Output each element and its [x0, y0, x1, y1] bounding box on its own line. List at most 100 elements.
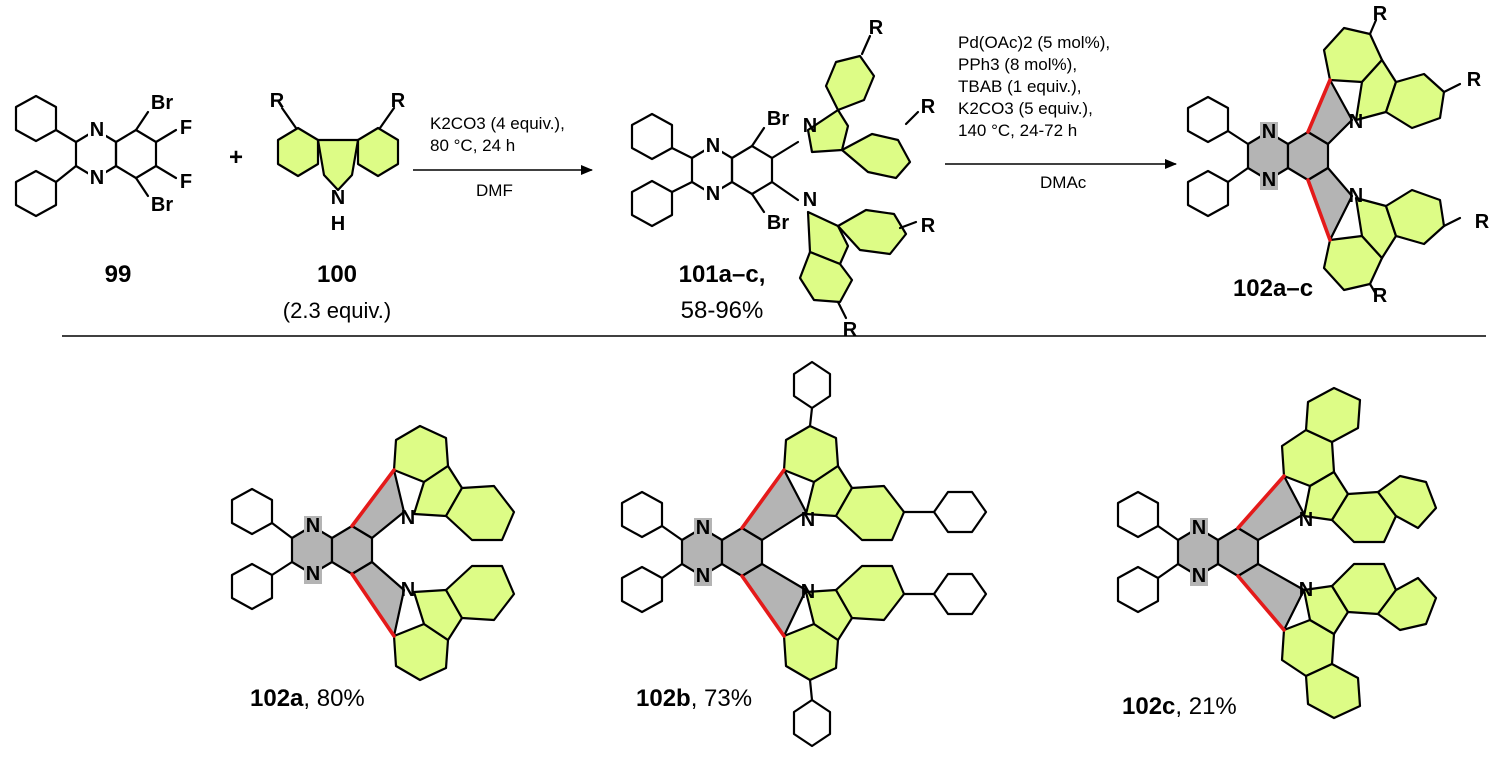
nitrogen-atom: N: [306, 515, 320, 537]
nitrogen-atom: N: [706, 135, 720, 157]
compound-102a-label: 102a, 80%: [250, 685, 365, 712]
nitrogen-atom: N: [1192, 565, 1206, 587]
carbazole-benzene-ring: [356, 126, 400, 178]
new-cc-bond: [740, 468, 786, 530]
phenyl-ring: [792, 698, 832, 748]
compound-100-structure: R R N H: [270, 90, 406, 235]
nitrogen-atom: N: [803, 115, 817, 137]
compound-102c-label: 102c, 21%: [1122, 693, 1237, 720]
carbazole-benzene-ring: [798, 250, 854, 304]
compound-102-label: 102a–c: [1233, 275, 1313, 302]
phenyl-ring: [620, 490, 664, 539]
step2-reagent-line2: PPh3 (8 mol%),: [958, 55, 1077, 74]
compound-99-structure: N N Br Br F F: [14, 92, 192, 218]
compound-102-structure: N N N N R R R R: [1186, 3, 1490, 307]
new-cc-bond: [350, 572, 396, 638]
phenyl-ring: [1116, 565, 1160, 614]
nitrogen-atom: N: [803, 189, 817, 211]
carbazole-benzene-ring: [840, 132, 912, 180]
benzo-ring: [1304, 662, 1362, 720]
nitrogen-atom: N: [1262, 121, 1276, 143]
carbazole-benzene-ring: [834, 564, 906, 622]
nitrogen-atom: N: [696, 517, 710, 539]
phenyl-ring: [1186, 169, 1230, 218]
new-cc-bond: [350, 468, 396, 528]
carbazole-pyrrole-ring: [316, 138, 360, 192]
carbazole-benzene-ring: [1384, 72, 1446, 130]
fused-ring-upper: [350, 468, 406, 540]
step2-reagent-line3: TBAB (1 equiv.),: [958, 77, 1081, 96]
fused-ring-upper: [740, 468, 808, 542]
fused-ring-upper: [1236, 474, 1306, 542]
benzene-ring: [114, 128, 158, 180]
nitrogen-atom: N: [1299, 579, 1313, 601]
nitrogen-atom: N: [801, 581, 815, 603]
new-cc-bond: [1236, 574, 1286, 632]
r-substituent: R: [921, 215, 936, 237]
carbazole-benzene-ring: [836, 208, 908, 256]
nitrogen-atom: N: [1192, 517, 1206, 539]
phenyl-ring: [630, 112, 674, 161]
compound-102a-structure: N N N N: [230, 424, 516, 682]
nitrogen-atom: N: [331, 187, 345, 209]
r-substituent: R: [1373, 285, 1388, 307]
benzo-ring: [1376, 576, 1438, 632]
compound-99-label: 99: [105, 261, 132, 288]
nitrogen-atom: N: [90, 119, 104, 141]
step2-reagent-line1: Pd(OAc)2 (5 mol%),: [958, 33, 1110, 52]
phenyl-ring: [932, 490, 988, 534]
phenyl-ring: [14, 94, 58, 143]
compound-100-label: 100: [317, 261, 357, 288]
bromine-atom: Br: [767, 212, 789, 234]
step1-solvent: DMF: [476, 181, 513, 200]
nitrogen-atom: N: [1262, 169, 1276, 191]
r-substituent: R: [391, 90, 406, 112]
fused-ring-lower: [1306, 166, 1354, 242]
phenyl-ring: [932, 572, 988, 616]
compound-102b-structure: N N N N: [620, 360, 988, 748]
carbazole-benzene-ring: [444, 564, 516, 622]
fluorine-atom: F: [180, 171, 192, 193]
compound-100-equiv: (2.3 equiv.): [283, 298, 391, 323]
nitrogen-atom: N: [401, 579, 415, 601]
r-substituent: R: [270, 90, 285, 112]
phenyl-ring: [630, 179, 674, 228]
r-substituent: R: [1373, 3, 1388, 25]
phenyl-ring: [1116, 490, 1160, 539]
phenyl-ring: [1186, 95, 1230, 144]
step1-reagent-line1: K2CO3 (4 equiv.),: [430, 114, 565, 133]
compound-102c-structure: N N N N: [1116, 386, 1438, 720]
r-substituent: R: [921, 96, 936, 118]
r-substituent: R: [1475, 211, 1490, 233]
phenyl-ring: [792, 360, 832, 410]
nitrogen-atom: N: [401, 507, 415, 529]
compound-101-label: 101a–c,: [679, 261, 766, 288]
nitrogen-atom: N: [706, 183, 720, 205]
step2-solvent: DMAc: [1040, 173, 1087, 192]
carbazole-pyrrole-ring: [806, 108, 850, 154]
phenyl-ring: [620, 565, 664, 614]
benzo-ring: [1376, 474, 1438, 530]
r-substituent: R: [1467, 69, 1482, 91]
nitrogen-atom: N: [696, 565, 710, 587]
compound-101-structure: N N Br Br N R R N R R: [630, 17, 936, 341]
bromine-atom: Br: [151, 92, 173, 114]
fluorine-atom: F: [180, 117, 192, 139]
new-cc-bond: [1306, 178, 1332, 242]
fused-ring-lower: [350, 560, 406, 638]
new-cc-bond: [1306, 78, 1332, 134]
compound-101-yield: 58-96%: [681, 297, 764, 324]
nitrogen-atom: N: [1349, 111, 1363, 133]
phenyl-ring: [14, 169, 58, 218]
benzene-ring: [730, 144, 774, 196]
step2-reagent-line4: K2CO3 (5 equiv.),: [958, 99, 1093, 118]
new-cc-bond: [1236, 474, 1286, 530]
compound-102b-label: 102b, 73%: [636, 685, 752, 712]
plus-sign: +: [229, 144, 243, 171]
carbazole-benzene-ring: [276, 126, 320, 178]
nitrogen-atom: N: [1349, 185, 1363, 207]
carbazole-benzene-ring: [1384, 188, 1446, 246]
benzo-ring: [1304, 386, 1362, 444]
nitrogen-atom: N: [801, 509, 815, 531]
